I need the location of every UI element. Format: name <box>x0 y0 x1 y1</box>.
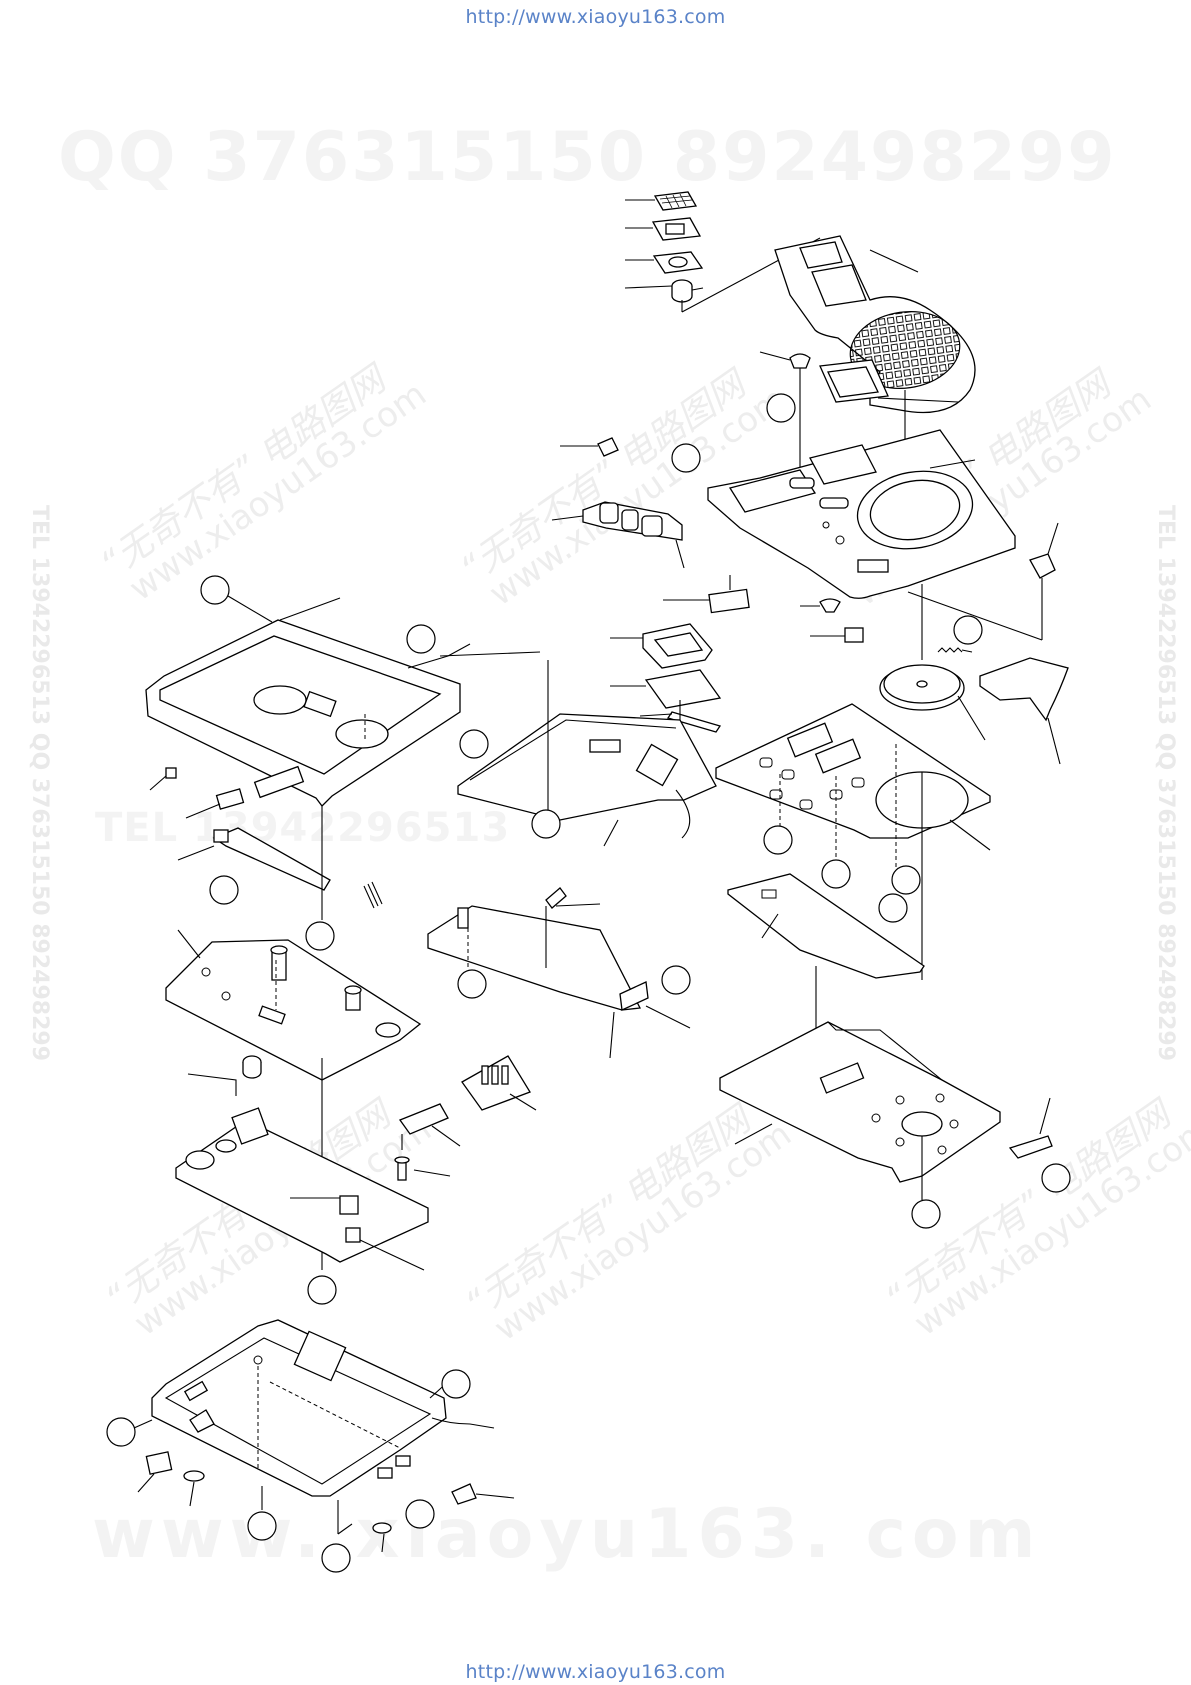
callout-marker <box>661 965 691 995</box>
cassette-lid <box>145 597 541 807</box>
callout-marker <box>531 809 561 839</box>
mechanism-deck <box>165 929 422 1270</box>
tension-bracket <box>619 981 691 1029</box>
callout-marker <box>305 921 335 951</box>
callout-marker <box>441 1369 471 1399</box>
screw <box>394 1156 451 1181</box>
callout-marker <box>321 1543 351 1573</box>
callout-marker <box>106 1417 136 1447</box>
top-cover-speaker-grille <box>774 235 976 500</box>
bottom-chassis <box>719 1021 1001 1200</box>
lcd-holder <box>610 623 713 669</box>
callout-marker <box>200 575 230 605</box>
lid-spring-plate <box>177 827 331 891</box>
jack-cover <box>451 1483 515 1505</box>
motor-bracket <box>457 713 717 847</box>
eject-button <box>185 788 245 819</box>
operation-buttons <box>551 501 685 569</box>
callout-marker <box>911 1199 941 1229</box>
rear-cabinet <box>151 1319 495 1510</box>
idler-gear <box>187 1055 262 1096</box>
lid-stopper <box>149 767 177 791</box>
spring <box>937 647 973 653</box>
footer-url-link[interactable]: http://www.xiaoyu163.com <box>465 1661 726 1683</box>
callout-marker <box>307 1275 337 1305</box>
rubber-foot <box>372 1522 392 1553</box>
callout-marker <box>406 624 436 654</box>
front-cabinet <box>707 429 1016 599</box>
pinch-roller-plate <box>427 887 642 1011</box>
chassis-plate <box>715 703 991 980</box>
watermark-qq: QQ 376315150 892498299 <box>58 118 1117 197</box>
callout-marker <box>405 1499 435 1529</box>
lcd-window <box>819 359 959 403</box>
foot <box>183 1470 205 1507</box>
header-url-link[interactable]: http://www.xiaoyu163.com <box>465 6 726 28</box>
switch-slider <box>663 575 750 614</box>
terminal-holder <box>461 1055 537 1111</box>
small-bracket <box>810 627 864 643</box>
lever <box>1008 1097 1053 1159</box>
callout-marker <box>766 393 796 423</box>
button-grille <box>625 191 698 211</box>
callout-marker <box>953 615 983 645</box>
shield-plate <box>398 1103 461 1150</box>
callout-marker <box>671 443 701 473</box>
callout-marker <box>457 969 487 999</box>
button-frame <box>625 217 702 241</box>
main-circuit-board <box>175 1107 429 1271</box>
knob <box>759 351 811 470</box>
callout-marker <box>247 1511 277 1541</box>
callout-marker <box>459 729 489 759</box>
pin <box>407 643 471 669</box>
callout-marker <box>821 859 851 889</box>
watermark-tel: TEL 13942296513 <box>95 805 511 851</box>
callout-marker <box>1041 1163 1071 1193</box>
callout-marker <box>763 825 793 855</box>
flexible-board <box>979 657 1069 765</box>
watermark-www: www. xiaoyu163. com <box>92 1495 1042 1574</box>
callout-marker <box>209 875 239 905</box>
rubber-switch <box>625 251 704 274</box>
hold-spring <box>800 598 841 613</box>
flywheel <box>879 584 986 741</box>
hold-knob <box>560 437 619 457</box>
callout-marker <box>891 865 921 895</box>
side-knob-right <box>907 522 1059 641</box>
coil-spring <box>363 881 383 909</box>
callout-marker <box>878 893 908 923</box>
battery-label <box>137 1451 173 1493</box>
lcd-panel <box>610 669 722 709</box>
